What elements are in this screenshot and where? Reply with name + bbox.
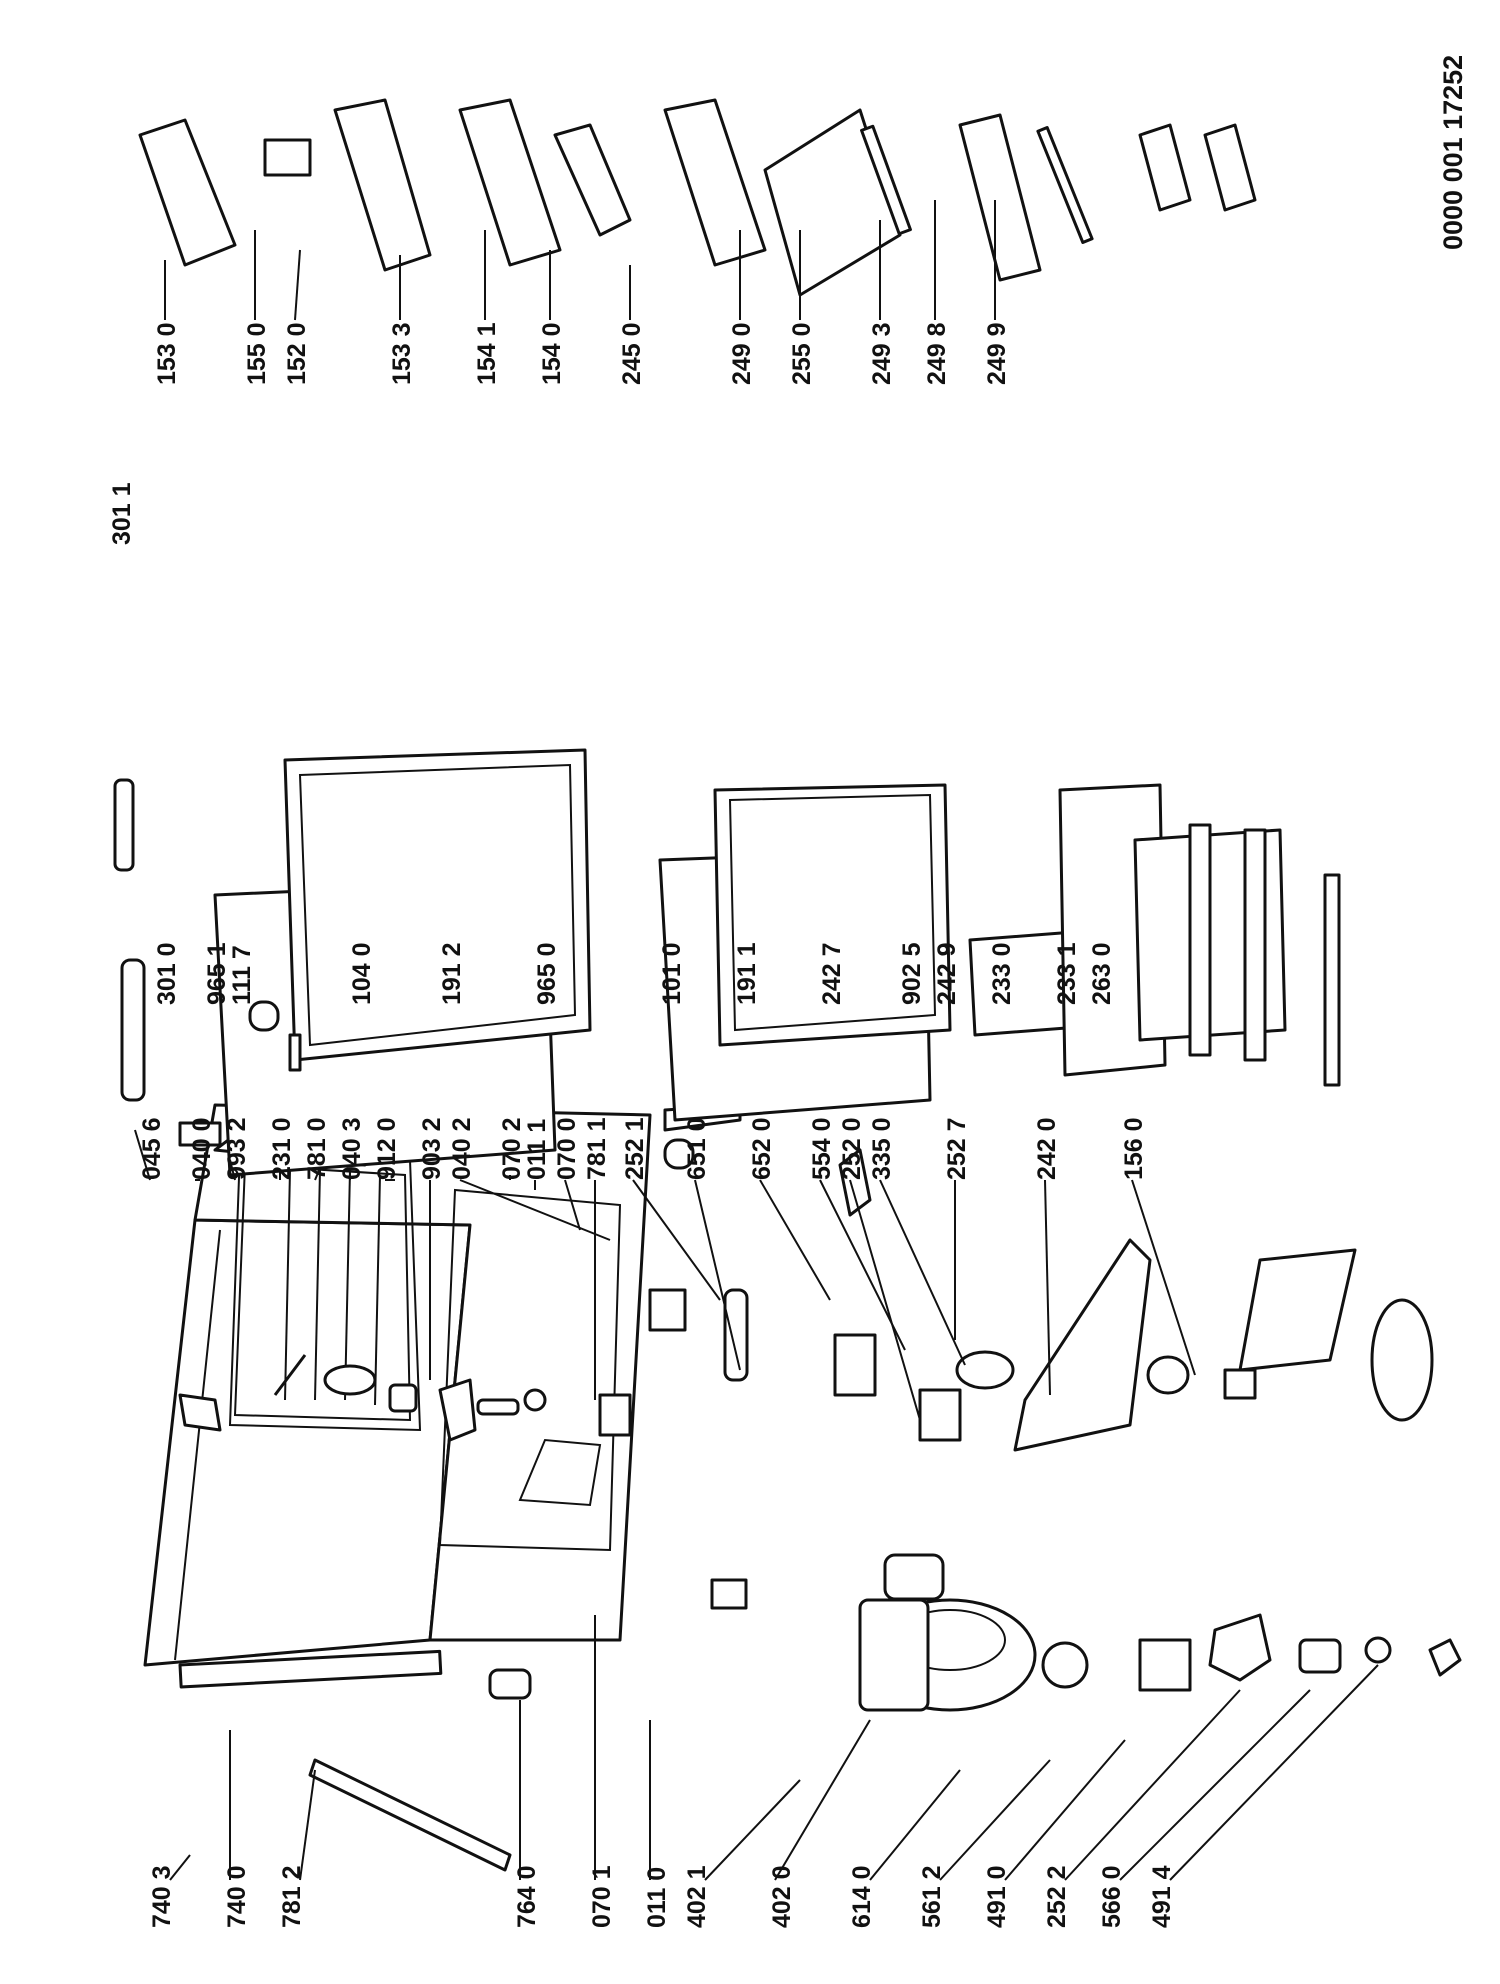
part-label: 156 0 — [1120, 1117, 1148, 1180]
part-label: 233 1 — [1053, 942, 1081, 1005]
parts-artwork — [113, 98, 1462, 1872]
part-label: 233 0 — [988, 942, 1016, 1005]
part-label: 255 0 — [788, 322, 816, 385]
part-label: 242 0 — [1033, 1117, 1061, 1180]
part-label: 491 0 — [983, 1865, 1011, 1928]
part-label: 155 0 — [243, 322, 271, 385]
part-label: 252 2 — [1043, 1865, 1071, 1928]
part-label: 191 1 — [733, 942, 761, 1005]
part-label: 740 0 — [223, 1865, 251, 1928]
part-label: 402 0 — [768, 1865, 796, 1928]
part-label: 740 3 — [148, 1865, 176, 1928]
part-label: 153 3 — [388, 322, 416, 385]
leader-line — [632, 1179, 721, 1301]
part-label: 781 2 — [278, 1865, 306, 1928]
leader-line — [1169, 1664, 1379, 1881]
part-label: 781 0 — [303, 1117, 331, 1180]
part-label: 249 9 — [983, 322, 1011, 385]
part-label: 903 2 — [418, 1117, 446, 1180]
leader-line — [704, 1779, 801, 1881]
part-label: 554 0 — [808, 1117, 836, 1180]
part-label: 651 0 — [683, 1117, 711, 1180]
part-label: 040 3 — [338, 1117, 366, 1180]
leader-line — [1131, 1179, 1196, 1376]
part-label: 566 0 — [1098, 1865, 1126, 1928]
part-label: 070 0 — [553, 1117, 581, 1180]
leader-line — [299, 1769, 316, 1881]
part-label: 045 6 — [138, 1117, 166, 1180]
part-label: 011 1 — [523, 1119, 551, 1180]
leader-line — [869, 1769, 961, 1881]
leader-line — [774, 1719, 871, 1881]
part-label: 231 0 — [268, 1117, 296, 1180]
part-label: 070 1 — [588, 1865, 616, 1928]
part-label: 301 0 — [153, 942, 181, 1005]
leader-line — [459, 1179, 611, 1241]
leader-lines — [134, 200, 1379, 1881]
leader-line — [1004, 1739, 1126, 1881]
part-label: 104 0 — [348, 942, 376, 1005]
part-label: 101 0 — [658, 942, 686, 1005]
leader-line — [849, 1179, 921, 1421]
part-label: 252 1 — [621, 1117, 649, 1180]
part-label: 902 5 — [898, 942, 926, 1005]
part-label: 249 0 — [728, 322, 756, 385]
leader-line — [564, 1179, 581, 1231]
document-number: 0000 001 17252 — [1438, 55, 1468, 250]
part-label: 561 2 — [918, 1865, 946, 1928]
leader-line — [879, 1179, 966, 1366]
part-label: 263 0 — [1088, 942, 1116, 1005]
leader-line — [759, 1179, 831, 1301]
part-label: 252 0 — [838, 1117, 866, 1180]
part-label: 111 7 — [228, 945, 256, 1005]
part-label: 153 0 — [153, 322, 181, 385]
leader-line — [939, 1759, 1051, 1881]
part-label: 301 1 — [108, 482, 136, 545]
part-label: 242 9 — [933, 942, 961, 1005]
part-label: 040 0 — [188, 1117, 216, 1180]
leader-line — [1064, 1689, 1241, 1881]
part-label: 335 0 — [868, 1117, 896, 1180]
part-label: 965 1 — [203, 942, 231, 1005]
part-label: 652 0 — [748, 1117, 776, 1180]
part-label: 249 3 — [868, 322, 896, 385]
part-label: 402 1 — [683, 1865, 711, 1928]
leader-line — [169, 1854, 191, 1881]
part-label: 154 1 — [473, 322, 501, 385]
part-label: 781 1 — [583, 1117, 611, 1180]
leader-line — [229, 1159, 236, 1181]
part-label: 614 0 — [848, 1865, 876, 1928]
leader-line — [694, 1179, 741, 1371]
part-label: 242 7 — [818, 942, 846, 1005]
part-label: 011 0 — [643, 1867, 671, 1928]
part-label: 993 2 — [223, 1117, 251, 1180]
part-label: 965 0 — [533, 942, 561, 1005]
part-label: 191 2 — [438, 942, 466, 1005]
leader-line — [1044, 1179, 1051, 1396]
part-label: 245 0 — [618, 322, 646, 385]
part-label: 152 0 — [283, 322, 311, 385]
part-label: 040 2 — [448, 1117, 476, 1180]
part-label: 070 2 — [498, 1117, 526, 1180]
part-label: 912 0 — [373, 1117, 401, 1180]
leader-line — [1119, 1689, 1311, 1881]
part-label: 154 0 — [538, 322, 566, 385]
leader-line — [134, 1129, 151, 1181]
part-label: 252 7 — [943, 1117, 971, 1180]
leader-line — [314, 1167, 321, 1181]
part-label: 764 0 — [513, 1865, 541, 1928]
part-label: 249 8 — [923, 322, 951, 385]
leader-line — [294, 249, 301, 321]
part-label: 491 4 — [1148, 1865, 1176, 1928]
